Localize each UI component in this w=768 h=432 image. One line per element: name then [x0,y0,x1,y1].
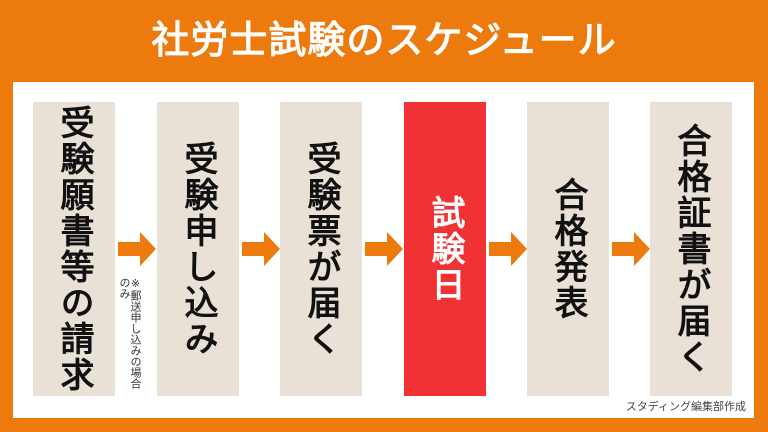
right-arrow-icon [612,232,650,266]
step-label: 合格発表 [548,177,588,321]
step-label: 合格証書が届く [671,123,711,375]
step-admission-ticket: 受験票が届く [280,102,362,396]
page-title: 社労士試験のスケジュール [151,18,617,62]
schedule-panel: 受験願書等の請求 ※郵送申し込みの場合のみ 受験申し込み 受験票が届く 試験日 … [13,82,754,418]
step-label: 受験申し込み [178,141,218,357]
right-arrow-icon [365,232,403,266]
right-arrow-icon [242,232,280,266]
step-label: 受験票が届く [301,141,341,357]
step-label: 受験願書等の請求 [54,105,94,393]
right-arrow-icon [489,232,527,266]
step-apply: 受験申し込み [157,102,239,396]
step-results-announcement: 合格発表 [527,102,609,396]
right-arrow-icon [118,232,156,266]
credit-text: スタディング編集部作成 [625,400,746,413]
step-certificate-arrives: 合格証書が届く [650,102,732,396]
step-label: 試験日 [425,195,465,303]
step-request-application: 受験願書等の請求 ※郵送申し込みの場合のみ [33,102,142,396]
step-note: ※郵送申し込みの場合のみ [118,277,142,389]
step-exam-day: 試験日 [404,102,486,396]
